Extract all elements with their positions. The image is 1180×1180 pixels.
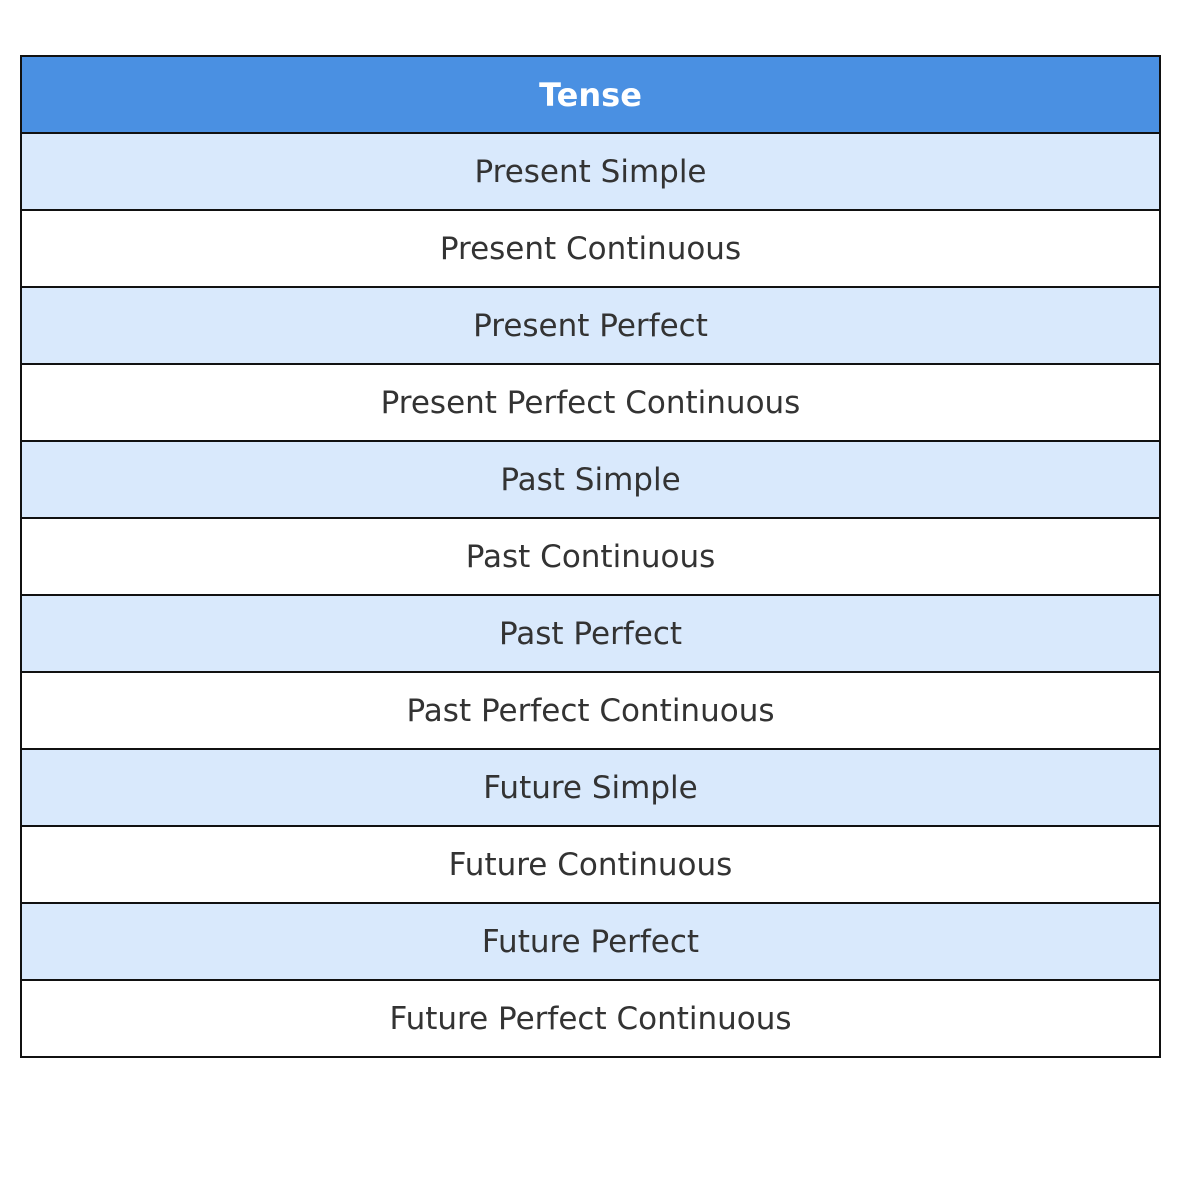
table-row: Present Perfect	[20, 286, 1161, 365]
header-row: Tense	[20, 55, 1161, 134]
table-body: Present Simple Present Continuous Presen…	[20, 132, 1161, 1058]
table-cell: Future Perfect Continuous	[20, 979, 1161, 1058]
table-row: Future Continuous	[20, 825, 1161, 904]
table-cell: Past Perfect Continuous	[20, 671, 1161, 750]
table-row: Past Simple	[20, 440, 1161, 519]
table-cell: Future Perfect	[20, 902, 1161, 981]
table-row: Future Perfect	[20, 902, 1161, 981]
table-row: Present Simple	[20, 132, 1161, 211]
table-cell: Present Simple	[20, 132, 1161, 211]
table-cell: Future Simple	[20, 748, 1161, 827]
table-cell: Present Continuous	[20, 209, 1161, 288]
table-row: Present Continuous	[20, 209, 1161, 288]
column-header-tense: Tense	[20, 55, 1161, 134]
table-cell: Future Continuous	[20, 825, 1161, 904]
table-cell: Past Perfect	[20, 594, 1161, 673]
table-row: Past Perfect	[20, 594, 1161, 673]
table-cell: Present Perfect	[20, 286, 1161, 365]
table-header: Tense	[20, 55, 1161, 134]
table-row: Future Perfect Continuous	[20, 979, 1161, 1058]
table-cell: Past Continuous	[20, 517, 1161, 596]
table-cell: Past Simple	[20, 440, 1161, 519]
tense-table: Tense Present Simple Present Continuous …	[20, 55, 1161, 1058]
table-row: Present Perfect Continuous	[20, 363, 1161, 442]
table-row: Past Perfect Continuous	[20, 671, 1161, 750]
table-row: Past Continuous	[20, 517, 1161, 596]
table-row: Future Simple	[20, 748, 1161, 827]
table-cell: Present Perfect Continuous	[20, 363, 1161, 442]
